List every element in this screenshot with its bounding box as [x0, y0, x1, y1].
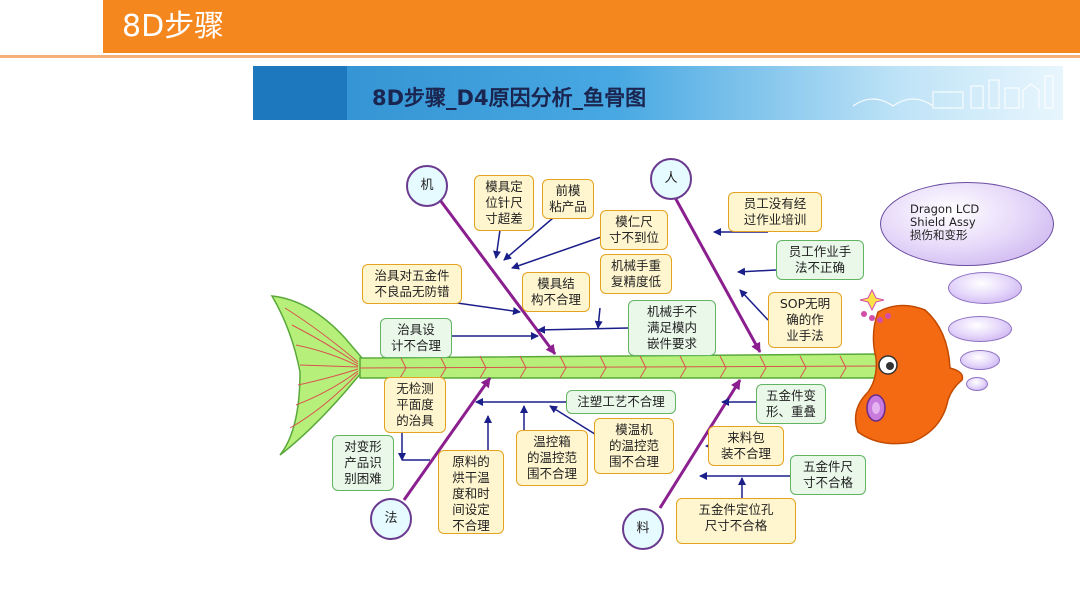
- cause-box: 五金件定位孔 尺寸不合格: [676, 498, 796, 544]
- effect-line-1: Dragon LCD: [910, 202, 980, 216]
- header-underline: [0, 55, 1080, 58]
- thought-puff: [960, 350, 1000, 370]
- fish-tail: [270, 295, 363, 456]
- category-machine: 机: [406, 165, 448, 207]
- cause-box: 五金件变 形、重叠: [756, 384, 826, 424]
- cause-box: 前模 粘产品: [542, 179, 594, 219]
- cause-box: 治具对五金件 不良品无防错: [362, 264, 462, 304]
- slide-header: [0, 0, 1080, 58]
- cause-box: 来料包 装不合理: [708, 426, 784, 466]
- cause-box: SOP无明 确的作 业手法: [768, 292, 842, 348]
- effect-line-3: 损伤和变形: [910, 228, 968, 242]
- thought-puff: [948, 272, 1022, 304]
- cause-box: 无检测 平面度 的治具: [384, 377, 446, 433]
- effect-line-2: Shield Assy: [910, 215, 976, 229]
- category-man: 人: [650, 158, 692, 200]
- cause-box: 注塑工艺不合理: [566, 390, 676, 414]
- banner-stripe: [253, 66, 347, 120]
- cause-box: 温控箱 的温控范 围不合理: [516, 430, 588, 486]
- cause-box: 模具结 构不合理: [522, 272, 590, 312]
- cause-box: 五金件尺 寸不合格: [790, 455, 866, 495]
- fish-head: [854, 288, 964, 445]
- cause-box: 机械手重 复精度低: [600, 254, 672, 294]
- cause-box: 模具定 位针尺 寸超差: [474, 175, 534, 231]
- cause-box: 治具设 计不合理: [380, 318, 452, 358]
- cause-box: 原料的 烘干温 度和时 间设定 不合理: [438, 450, 504, 534]
- city-skyline-icon: [852, 75, 1054, 109]
- thought-puff: [966, 377, 988, 391]
- thought-puff: [948, 316, 1012, 342]
- cause-box: 模仁尺 寸不到位: [600, 210, 668, 250]
- effect-label: Dragon LCD Shield Assy 损伤和变形: [910, 203, 979, 242]
- banner-title: 8D步骤_D4原因分析_鱼骨图: [372, 86, 647, 110]
- slide-title: 8D步骤: [122, 9, 225, 44]
- cause-box: 模温机 的温控范 围不合理: [594, 418, 674, 474]
- banner: [253, 66, 1063, 120]
- category-method: 法: [370, 498, 412, 540]
- cause-box: 员工作业手 法不正确: [776, 240, 864, 280]
- cause-arrows: [398, 211, 790, 498]
- header-bar: [103, 0, 1080, 53]
- effect-bubble: [880, 182, 1054, 266]
- cause-box: 对变形 产品识 别困难: [332, 435, 394, 491]
- category-material: 料: [622, 508, 664, 550]
- cause-box: 员工没有经 过作业培训: [728, 192, 822, 232]
- cause-box: 机械手不 满足模内 嵌件要求: [628, 300, 716, 356]
